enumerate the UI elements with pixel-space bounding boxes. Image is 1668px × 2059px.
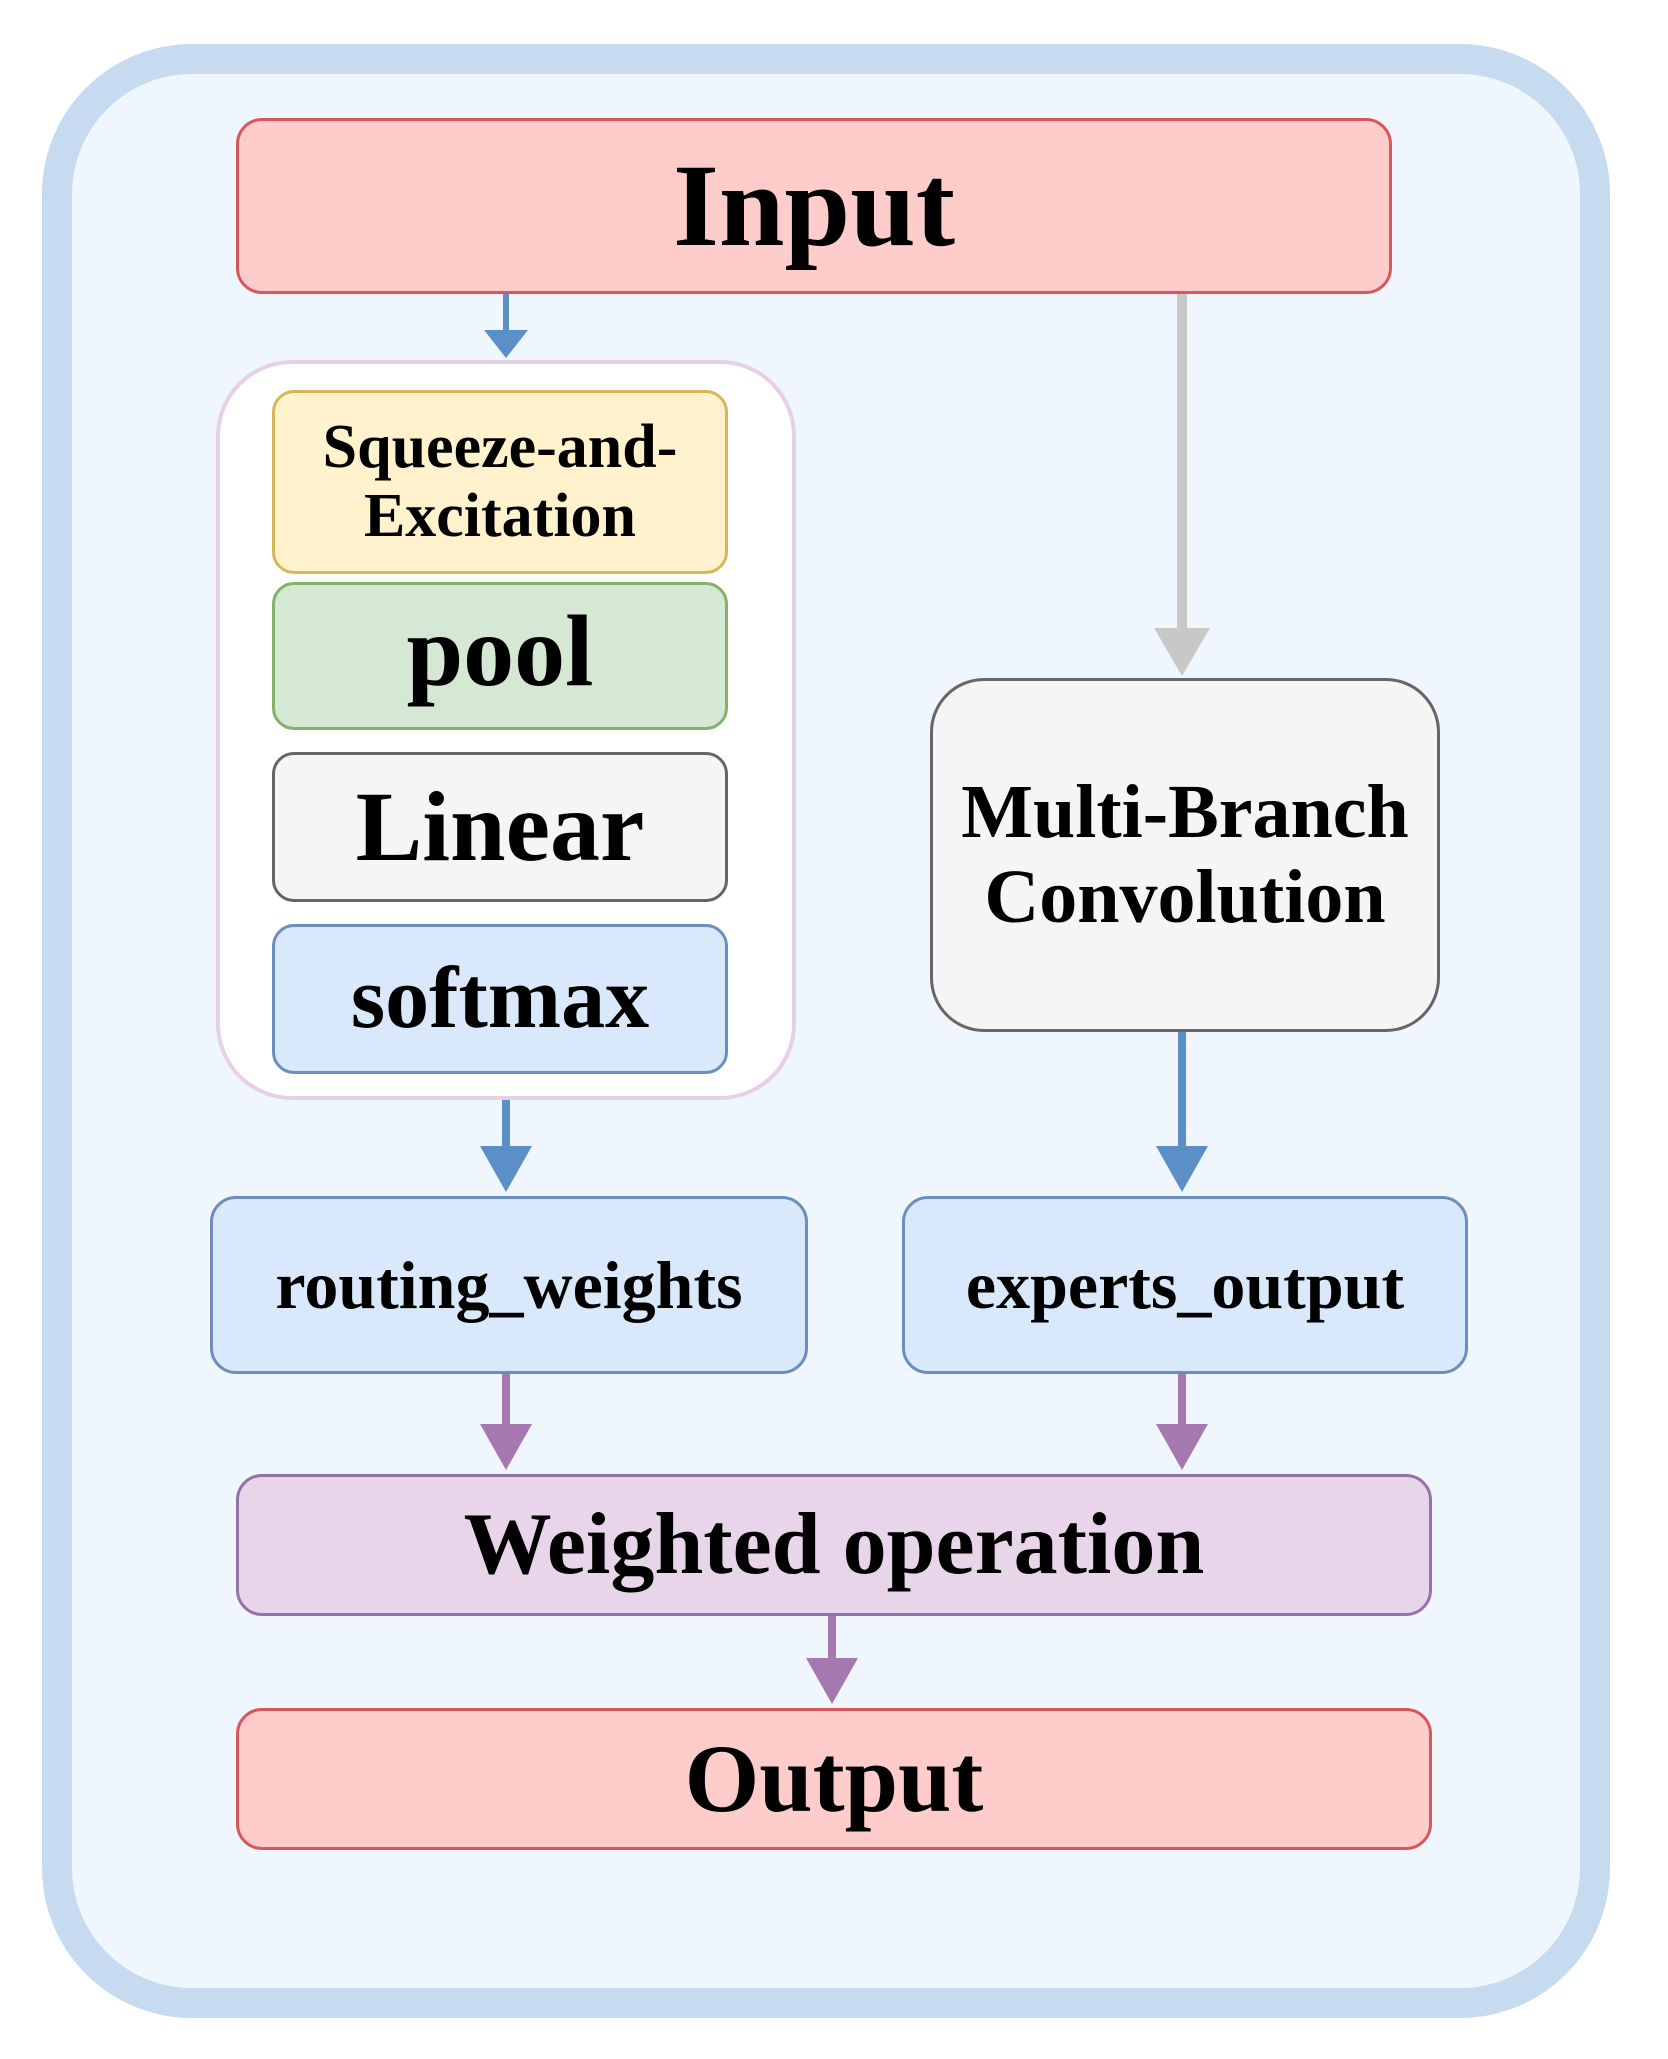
multi-branch-convolution-node: Multi-Branch Convolution — [930, 678, 1440, 1032]
weighted-operation-node: Weighted operation — [236, 1474, 1432, 1616]
arrow-input-to-multi-branch — [1154, 294, 1210, 676]
arrow-routing-to-weighted — [480, 1374, 532, 1470]
softmax-node: softmax — [272, 924, 728, 1074]
pool-node: pool — [272, 582, 728, 730]
arrow-softmax-to-routing — [480, 1100, 532, 1192]
linear-node: Linear — [272, 752, 728, 902]
squeeze-excitation-node: Squeeze-and-Excitation — [272, 390, 728, 574]
arrow-multi-branch-to-experts — [1156, 1032, 1208, 1192]
arrow-input-to-se — [484, 294, 528, 358]
output-node: Output — [236, 1708, 1432, 1850]
experts-output-node: experts_output — [902, 1196, 1468, 1374]
arrow-weighted-to-output — [806, 1616, 858, 1704]
arrow-experts-to-weighted — [1156, 1374, 1208, 1470]
routing-weights-node: routing_weights — [210, 1196, 808, 1374]
input-node: Input — [236, 118, 1392, 294]
